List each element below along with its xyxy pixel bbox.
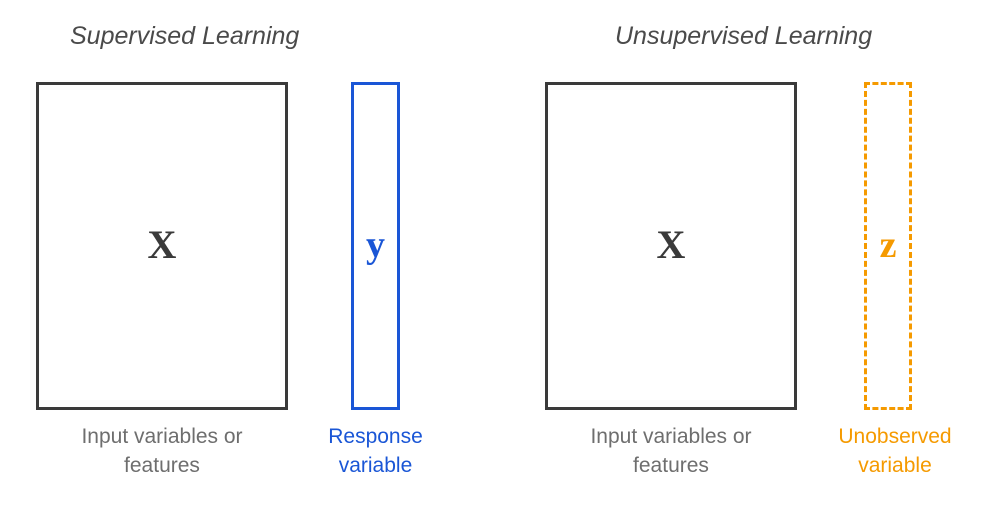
caption-line: features xyxy=(124,454,200,477)
caption-line: features xyxy=(633,454,709,477)
supervised-heading: Supervised Learning xyxy=(70,22,300,50)
unobserved-vector-symbol: z xyxy=(879,224,897,267)
unobserved-vector: z xyxy=(864,82,912,410)
caption-line: Response xyxy=(328,425,423,448)
caption-line: Unobserved xyxy=(838,425,952,448)
supervised-input-matrix: X xyxy=(36,82,288,410)
caption-line: Input variables or xyxy=(81,425,243,448)
supervised-matrix-symbol: X xyxy=(147,222,177,268)
unsupervised-matrix-caption: Input variables or features xyxy=(551,422,791,480)
caption-line: variable xyxy=(338,454,413,477)
response-vector: y xyxy=(351,82,400,410)
caption-line: variable xyxy=(858,454,932,477)
unsupervised-heading: Unsupervised Learning xyxy=(615,22,873,50)
unsupervised-input-matrix: X xyxy=(545,82,797,410)
unsupervised-matrix-symbol: X xyxy=(656,222,686,268)
caption-line: Input variables or xyxy=(590,425,752,448)
supervised-matrix-caption: Input variables or features xyxy=(42,422,282,480)
response-vector-symbol: y xyxy=(366,224,385,267)
response-vector-caption: Response variable xyxy=(305,422,446,480)
unobserved-vector-caption: Unobserved variable xyxy=(820,422,970,480)
